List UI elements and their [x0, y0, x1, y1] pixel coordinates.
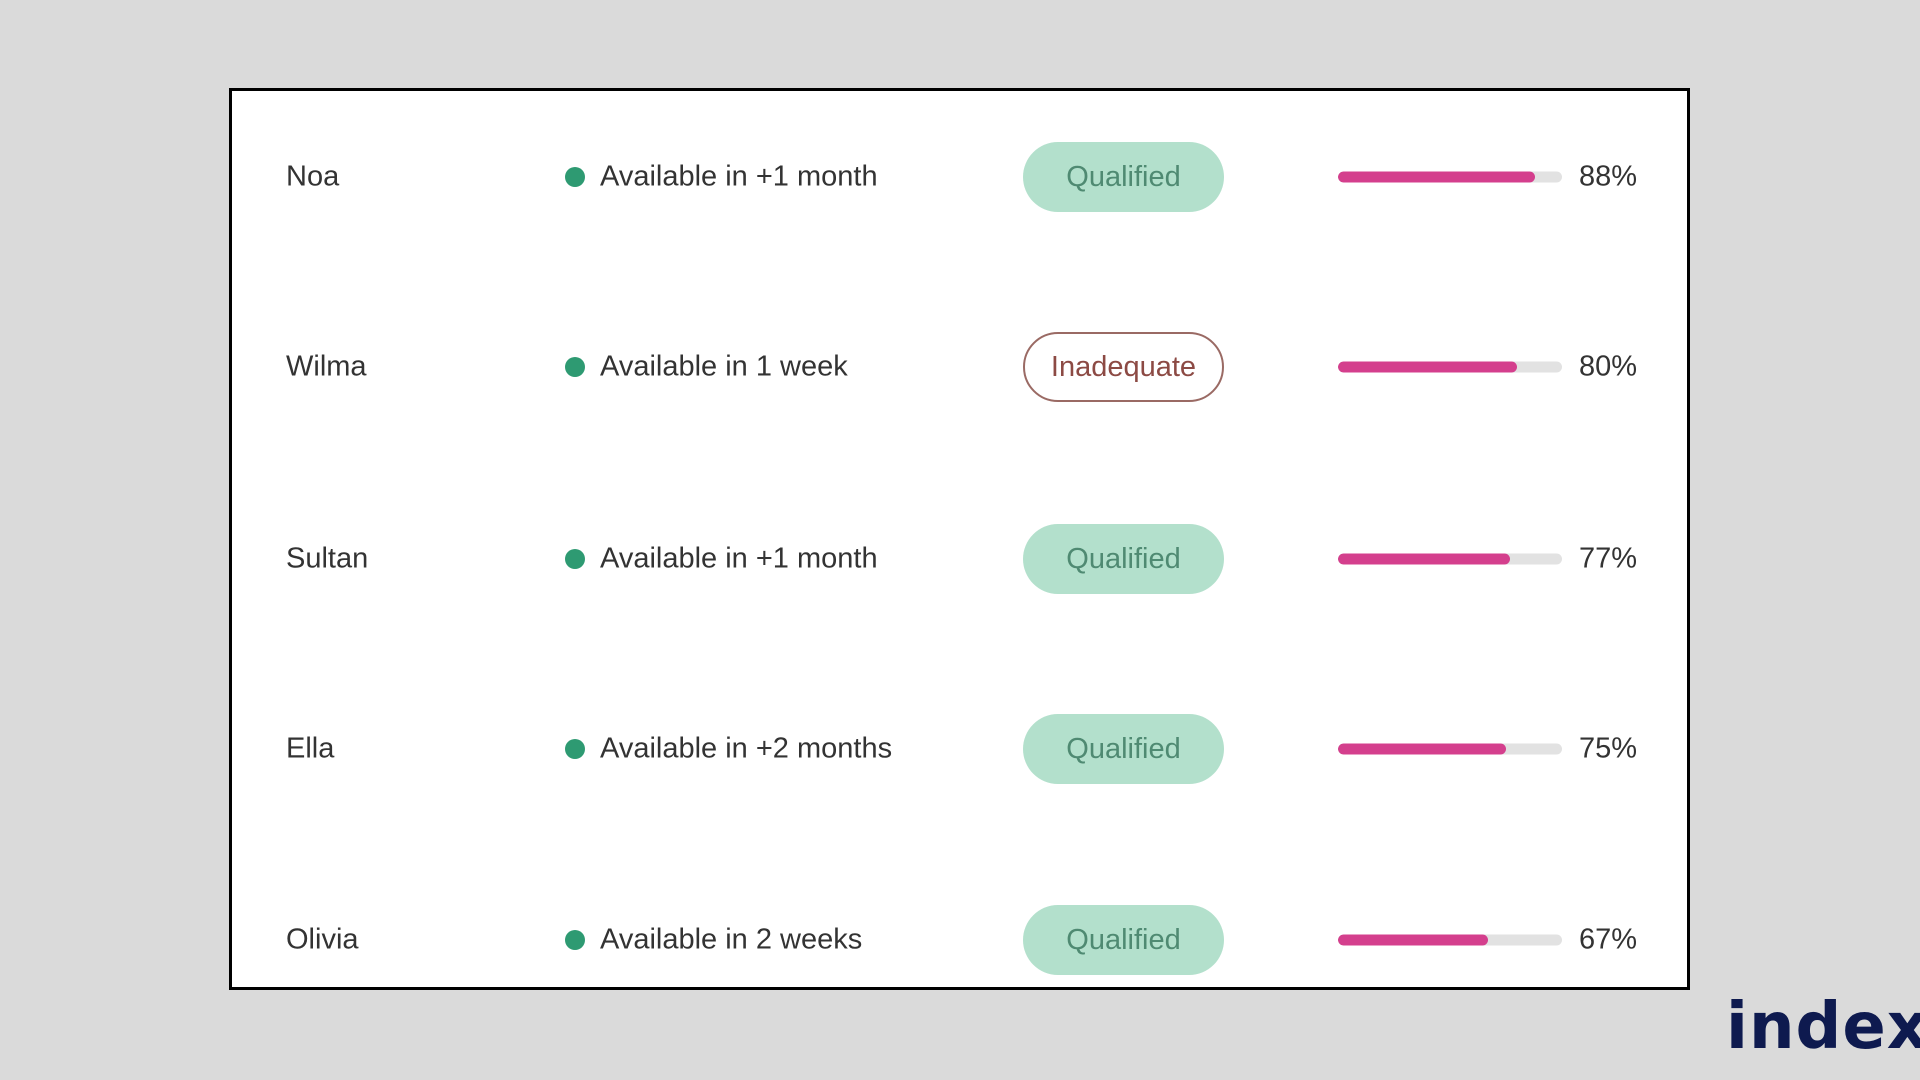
candidate-name: Sultan	[286, 542, 369, 575]
candidate-list: Noa Available in +1 month Qualified 88% W…	[229, 88, 1690, 990]
status-badge: Qualified	[1023, 905, 1224, 975]
index-logo: index.	[1726, 990, 1920, 1064]
score-bar-fill	[1338, 361, 1518, 373]
availability-dot-icon	[565, 739, 585, 759]
candidate-name: Wilma	[286, 350, 367, 383]
availability-text: Available in +1 month	[600, 542, 878, 575]
candidate-name: Ella	[286, 732, 335, 765]
score-bar	[1338, 743, 1562, 755]
availability-dot-icon	[565, 357, 585, 377]
candidate-row[interactable]: Olivia Available in 2 weeks Qualified 67…	[232, 900, 1687, 980]
candidate-row[interactable]: Noa Available in +1 month Qualified 88%	[232, 137, 1687, 217]
score-bar	[1338, 553, 1562, 565]
availability-dot-icon	[565, 549, 585, 569]
score-bar-fill	[1338, 934, 1489, 946]
availability-text: Available in +1 month	[600, 160, 878, 193]
availability-dot-icon	[565, 167, 585, 187]
score-percent: 80%	[1578, 350, 1637, 383]
availability-dot-icon	[565, 930, 585, 950]
candidate-row[interactable]: Wilma Available in 1 week Inadequate 80%	[232, 327, 1687, 407]
candidate-name: Olivia	[286, 923, 359, 956]
score-bar-fill	[1338, 553, 1511, 565]
candidate-name: Noa	[286, 160, 340, 193]
status-badge: Qualified	[1023, 714, 1224, 784]
availability-text: Available in 2 weeks	[600, 923, 863, 956]
candidate-row[interactable]: Ella Available in +2 months Qualified 75…	[232, 709, 1687, 789]
logo-text: index	[1726, 990, 1920, 1064]
status-badge: Qualified	[1023, 142, 1224, 212]
score-percent: 88%	[1578, 160, 1637, 193]
candidate-row[interactable]: Sultan Available in +1 month Qualified 7…	[232, 519, 1687, 599]
score-percent: 75%	[1578, 732, 1637, 765]
score-bar	[1338, 934, 1562, 946]
score-bar	[1338, 361, 1562, 373]
score-percent: 77%	[1578, 542, 1637, 575]
availability-text: Available in +2 months	[600, 732, 893, 765]
status-badge: Qualified	[1023, 524, 1224, 594]
score-bar-fill	[1338, 743, 1506, 755]
score-bar	[1338, 171, 1562, 183]
availability-text: Available in 1 week	[600, 350, 848, 383]
score-bar-fill	[1338, 171, 1536, 183]
score-percent: 67%	[1578, 923, 1637, 956]
status-badge: Inadequate	[1023, 332, 1224, 402]
